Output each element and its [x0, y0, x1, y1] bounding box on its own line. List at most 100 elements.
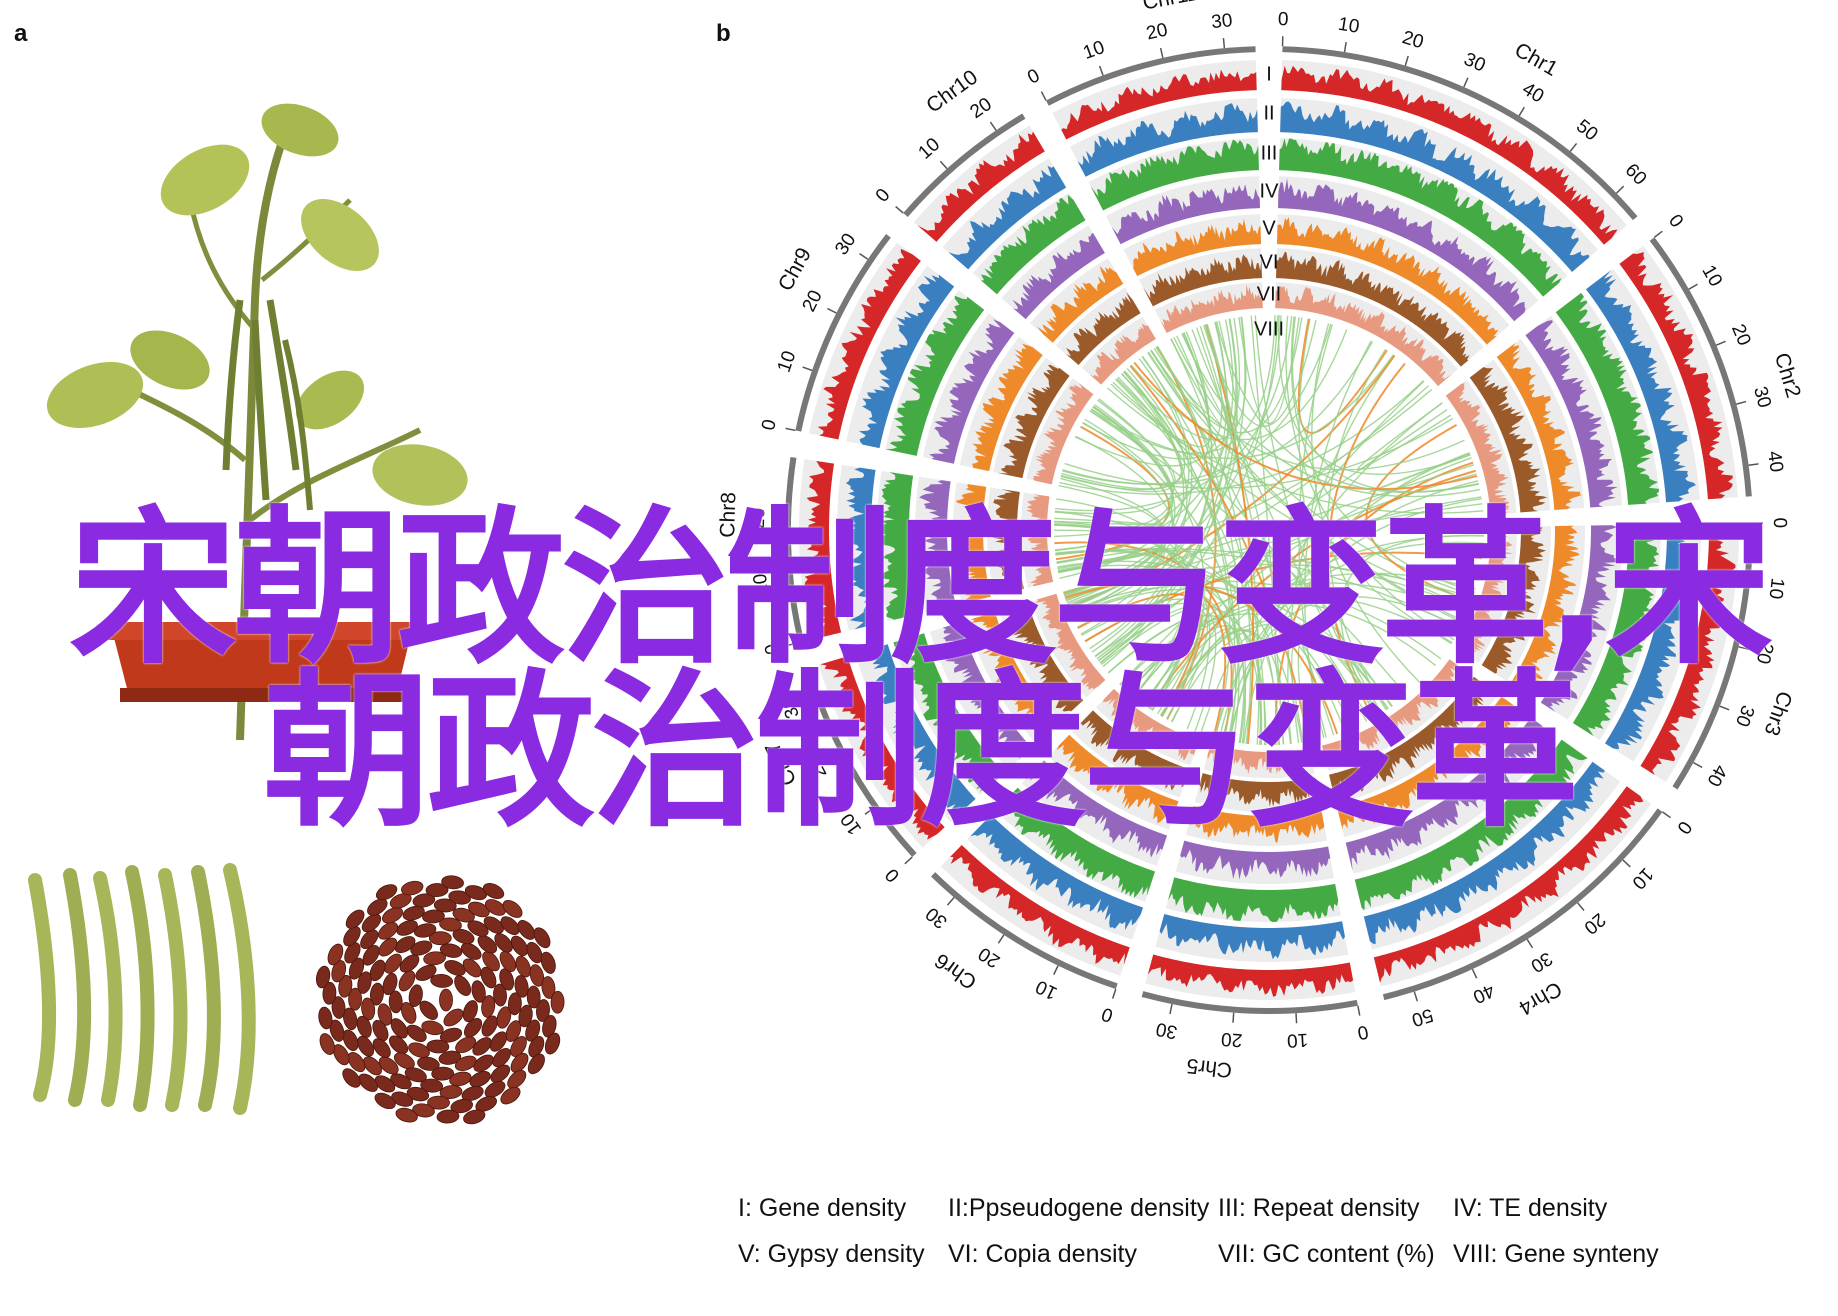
- seed: [427, 1095, 450, 1110]
- seed: [533, 927, 551, 949]
- synteny-link: [1100, 608, 1209, 723]
- tick-label: 10: [914, 134, 944, 164]
- density-track: [929, 319, 1015, 464]
- seed: [342, 1068, 361, 1088]
- chromosome-band: [795, 233, 891, 432]
- tick-label: 40: [1763, 450, 1787, 474]
- seed: [469, 1071, 491, 1088]
- seed: [452, 907, 475, 923]
- tick-label: 10: [1697, 262, 1726, 291]
- synteny-link: [1290, 316, 1476, 593]
- seed: [448, 890, 471, 905]
- seed: [382, 972, 398, 996]
- density-track: [1279, 138, 1562, 297]
- density-track: [1619, 252, 1733, 500]
- tick-mark: [1053, 965, 1059, 975]
- tick-label: 20: [1752, 640, 1777, 666]
- seed: [489, 1031, 508, 1052]
- density-track: [1032, 382, 1094, 485]
- density-track: [1510, 525, 1580, 690]
- synteny-link: [1056, 405, 1174, 563]
- legend-item: II:Ppseudogene density: [948, 1194, 1210, 1222]
- synteny-link: [1061, 376, 1183, 490]
- seed: [389, 893, 412, 909]
- seed: [384, 953, 402, 974]
- seed: [462, 958, 482, 978]
- bean-pods-image: [28, 863, 256, 1115]
- seed: [315, 965, 331, 989]
- synteny-link: [1071, 588, 1370, 721]
- synteny-link: [1133, 614, 1205, 705]
- seed: [361, 913, 382, 933]
- seed: [406, 1024, 427, 1043]
- density-track: [1160, 284, 1263, 333]
- seed: [502, 900, 523, 918]
- seed: [415, 964, 437, 981]
- density-track: [1640, 523, 1736, 776]
- density-track: [1147, 954, 1354, 997]
- seed: [467, 920, 489, 937]
- chromosome-label: Chr1: [1511, 38, 1562, 80]
- synteny-link: [1064, 417, 1454, 490]
- seed: [399, 954, 420, 973]
- synteny-link: [1218, 402, 1443, 740]
- seed: [510, 935, 529, 957]
- seed: [526, 941, 543, 964]
- synteny-link: [1082, 317, 1241, 460]
- tick-mark: [1716, 340, 1726, 346]
- synteny-link: [1120, 316, 1247, 441]
- seed: [433, 898, 457, 913]
- synteny-link: [1298, 324, 1333, 738]
- seed: [463, 1018, 483, 1038]
- seed: [499, 951, 517, 973]
- seed: [412, 893, 436, 908]
- tick-label: 0: [1099, 1003, 1116, 1026]
- tick-label: 0: [1356, 1021, 1370, 1044]
- density-track: [893, 633, 1004, 792]
- chromosome-band: [805, 667, 917, 858]
- seed: [322, 981, 337, 1005]
- density-track: [1037, 265, 1124, 343]
- seed: [382, 907, 404, 924]
- seed: [367, 898, 388, 916]
- seed: [347, 1052, 366, 1073]
- tick-label: 10: [774, 348, 801, 375]
- seed: [408, 984, 423, 1008]
- density-track: [858, 644, 976, 815]
- tick-label: 20: [1580, 908, 1610, 938]
- tick-label: 30: [1210, 10, 1233, 33]
- seed: [396, 920, 418, 936]
- density-track: [970, 814, 1144, 931]
- density-track: [1496, 342, 1582, 511]
- synteny-link: [1090, 354, 1394, 460]
- seed: [438, 1050, 462, 1065]
- synteny-link: [1364, 572, 1473, 645]
- tick-mark: [1098, 65, 1104, 76]
- gene-synteny-links: [1053, 315, 1484, 745]
- tick-mark: [802, 366, 813, 372]
- seed: [443, 1008, 464, 1027]
- seed: [526, 985, 541, 1009]
- ring-label: VI: [1260, 251, 1279, 273]
- seed: [529, 964, 545, 987]
- tick-label: 0: [1769, 517, 1790, 528]
- tick-label: 10: [1032, 975, 1060, 1003]
- seed: [492, 1047, 511, 1068]
- density-track: [1345, 717, 1545, 871]
- seed: [345, 909, 365, 929]
- seed: [475, 1096, 497, 1112]
- synteny-link: [1063, 464, 1475, 595]
- synteny-link: [1181, 333, 1481, 498]
- tick-label: 40: [1470, 979, 1498, 1007]
- ring-label: V: [1262, 217, 1276, 239]
- seed: [493, 983, 507, 1007]
- tick-mark: [1040, 91, 1047, 101]
- seed: [517, 920, 536, 940]
- seed: [452, 928, 475, 945]
- synteny-link: [1243, 497, 1482, 744]
- density-track: [1167, 877, 1339, 922]
- synteny-link: [1091, 332, 1213, 653]
- seed: [363, 1056, 382, 1076]
- tick-label: 20: [975, 942, 1004, 971]
- density-track: [970, 612, 1059, 739]
